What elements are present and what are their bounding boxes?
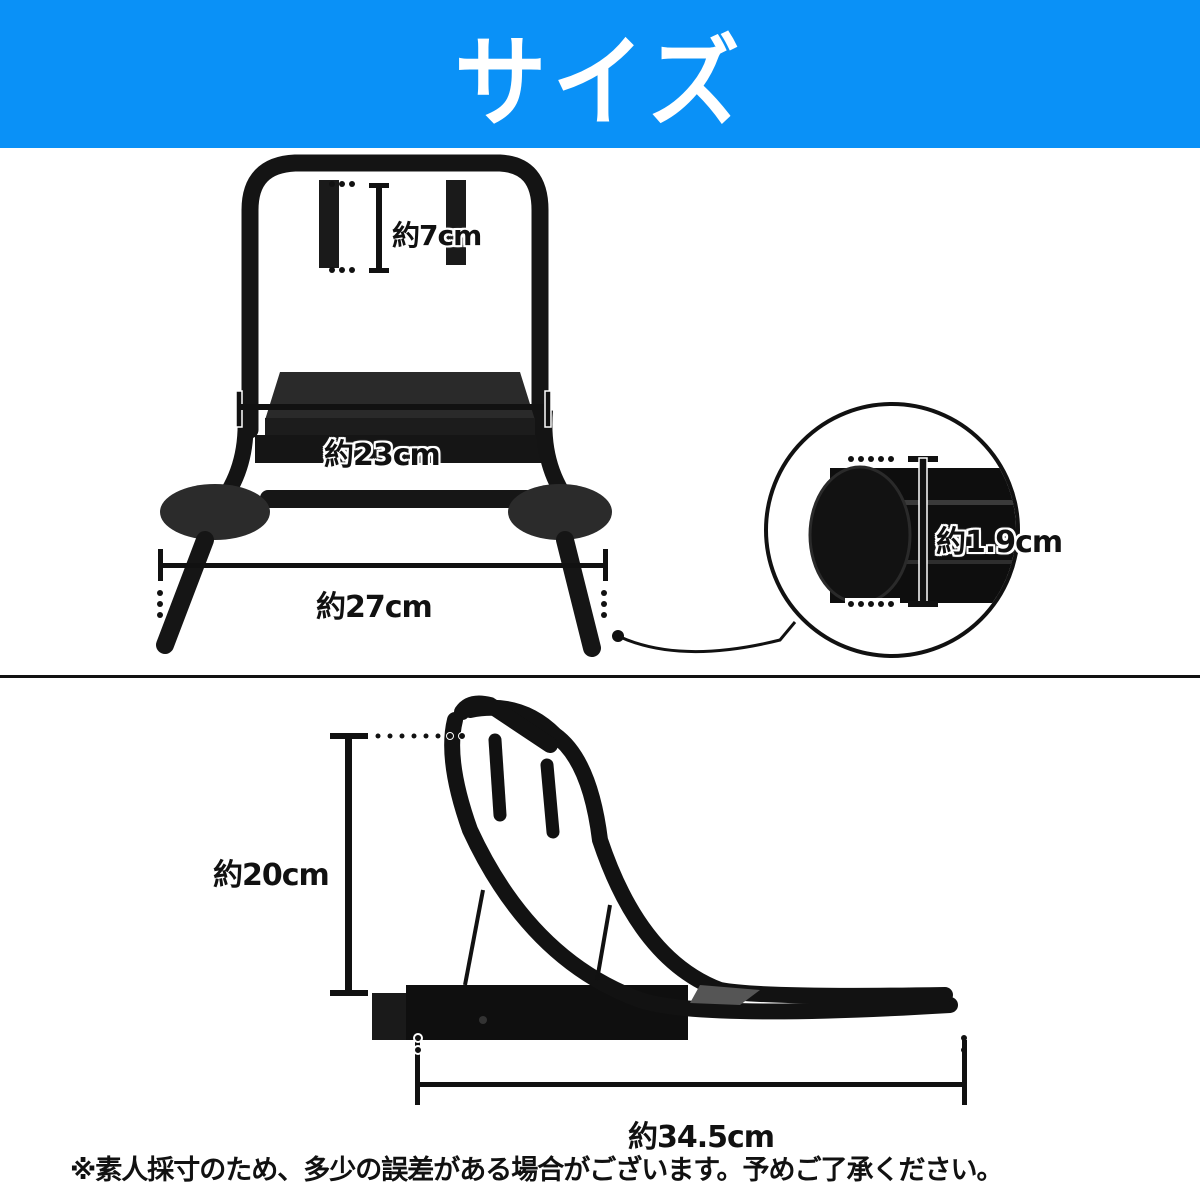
depth-label: 約34.5cm bbox=[628, 1120, 775, 1155]
tube-diameter-dimension-marker bbox=[845, 453, 938, 610]
side-view-stand-image bbox=[372, 695, 958, 1040]
tube-diameter-label: 約1.9cm bbox=[936, 525, 1063, 560]
inner-width-dimension-marker bbox=[235, 390, 552, 428]
outer-width-dimension-marker bbox=[157, 549, 608, 618]
measurement-disclaimer: ※素人採寸のため、多少の誤差がある場合がございます。予めご了承ください。 bbox=[70, 1155, 1004, 1186]
section-divider bbox=[0, 675, 1200, 678]
tube-detail-callout bbox=[612, 402, 1020, 658]
outer-width-label: 約27cm bbox=[316, 590, 433, 625]
height-label: 約20cm bbox=[213, 858, 330, 893]
strap-height-dimension-marker bbox=[329, 181, 389, 273]
depth-dimension-marker bbox=[413, 1033, 967, 1105]
front-view-stand-image bbox=[156, 154, 612, 657]
title-banner: サイズ bbox=[0, 0, 1200, 148]
page-title: サイズ bbox=[454, 24, 746, 141]
inner-width-label: 約23cm bbox=[324, 438, 441, 473]
strap-height-label: 約7cm bbox=[392, 219, 482, 252]
height-dimension-marker bbox=[330, 732, 466, 996]
